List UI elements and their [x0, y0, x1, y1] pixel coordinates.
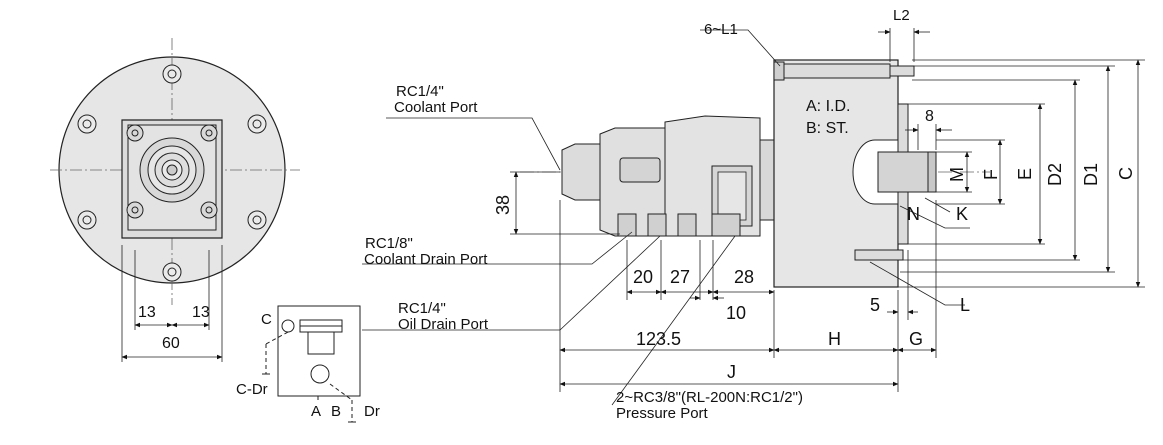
dim-27: 27 — [670, 267, 691, 287]
dim-13-left: 13 — [138, 304, 156, 321]
dim-g: G — [909, 329, 924, 349]
side-view — [520, 59, 990, 288]
a-id-label: A: I.D. — [806, 98, 851, 115]
dim-h: H — [828, 329, 841, 349]
dim-28: 28 — [734, 267, 755, 287]
coolant-nose — [561, 143, 601, 201]
dim-j: J — [727, 362, 736, 382]
dim-d2: D2 — [1045, 162, 1065, 186]
front-view — [50, 38, 300, 362]
schematic-c-dr: C-Dr — [236, 381, 268, 398]
coolant-drain-size: RC1/8" — [365, 235, 413, 252]
dim-123-5: 123.5 — [636, 329, 682, 349]
dim-f: F — [981, 169, 1001, 180]
dim-e: E — [1015, 167, 1035, 180]
coolant-port-size: RC1/4" — [396, 83, 444, 100]
schematic-c: C — [261, 311, 272, 328]
pressure-port-size: 2~RC3/8"(RL-200N:RC1/2") — [616, 389, 803, 406]
b-st-label: B: ST. — [806, 120, 849, 137]
dim-c: C — [1116, 167, 1136, 180]
l2-label: L2 — [893, 7, 910, 24]
dim-13-right: 13 — [192, 304, 210, 321]
dim-m: M — [947, 167, 967, 182]
dim-20: 20 — [633, 267, 654, 287]
pressure-port-label: Pressure Port — [616, 405, 708, 422]
dim-10: 10 — [726, 303, 747, 323]
coolant-drain-label: Coolant Drain Port — [364, 251, 488, 268]
schematic-dr: Dr — [364, 403, 380, 420]
oil-drain-size: RC1/4" — [398, 300, 446, 317]
schematic-b: B — [331, 403, 342, 420]
bolt-count-label: 6~L1 — [704, 21, 738, 38]
dim-k: K — [956, 204, 969, 224]
oil-drain-label: Oil Drain Port — [398, 316, 489, 333]
dim-8: 8 — [925, 108, 934, 125]
dim-d1: D1 — [1081, 162, 1101, 186]
dimension-lines — [362, 28, 1145, 406]
dim-5: 5 — [870, 295, 881, 315]
schematic-a: A — [311, 403, 322, 420]
dim-60: 60 — [162, 335, 180, 352]
dim-l: L — [960, 295, 971, 315]
coolant-port-label: Coolant Port — [394, 99, 478, 116]
hydraulic-schematic — [262, 305, 361, 423]
dim-n: N — [907, 204, 920, 224]
dim-38: 38 — [493, 194, 513, 215]
